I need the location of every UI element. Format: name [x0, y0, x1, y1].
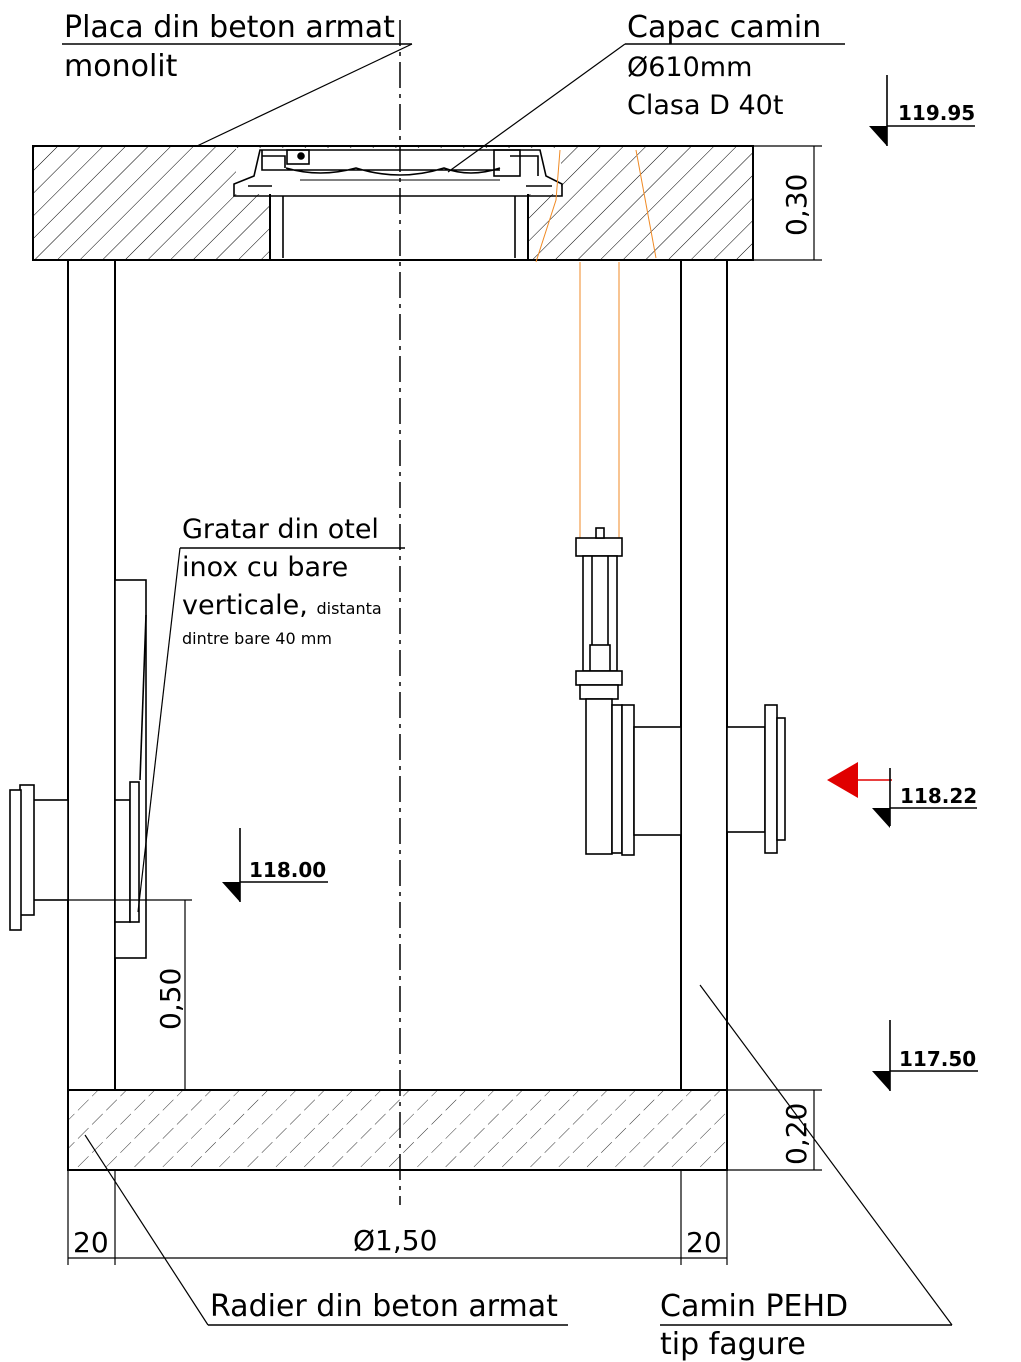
- svg-text:Radier din beton armat: Radier din beton armat: [210, 1289, 558, 1324]
- dim-raft-thickness-label: 0,20: [780, 1103, 813, 1165]
- outlet-pipe: [9, 784, 69, 931]
- callout-chamber: Camin PEHD tip fagure: [660, 984, 953, 1362]
- svg-text:117.50: 117.50: [899, 1047, 976, 1071]
- level-marker-outlet: 118.00: [222, 828, 328, 902]
- dim-wall-left-label: 20: [73, 1226, 109, 1259]
- orange-rods: [535, 149, 657, 540]
- level-marker-top: 119.95: [869, 75, 975, 146]
- svg-text:dintre bare 40 mm: dintre bare 40 mm: [182, 629, 332, 648]
- callout-slab: Placa din beton armat monolit: [62, 10, 413, 147]
- svg-text:tip fagure: tip fagure: [660, 1327, 806, 1362]
- svg-text:Ø610mm: Ø610mm: [627, 52, 752, 83]
- chamber-walls: [67, 259, 728, 1091]
- svg-text:verticale, distanta: verticale, distanta: [182, 590, 382, 621]
- grate: [114, 579, 147, 959]
- svg-text:119.95: 119.95: [898, 101, 975, 125]
- top-slab: [32, 145, 754, 261]
- dim-slab-thickness: [753, 145, 822, 261]
- flow-arrow: [827, 762, 892, 798]
- valve-assembly: [575, 527, 786, 856]
- bottom-raft: [67, 1089, 728, 1171]
- svg-text:Capac camin: Capac camin: [627, 10, 821, 45]
- level-marker-inlet: 118.22: [872, 768, 977, 828]
- dim-slab-thickness-label: 0,30: [780, 174, 813, 236]
- dim-bottom: [67, 1170, 728, 1265]
- level-marker-bottom: 117.50: [872, 1020, 978, 1091]
- callout-grate: Gratar din otel inox cu bare verticale, …: [137, 514, 405, 913]
- callout-raft: Radier din beton armat: [84, 1134, 568, 1326]
- svg-text:118.00: 118.00: [249, 858, 326, 882]
- manhole-cover: [233, 149, 563, 258]
- svg-text:monolit: monolit: [64, 49, 178, 84]
- dim-outlet-height: [68, 899, 192, 1090]
- dim-raft-thickness: [727, 1089, 822, 1171]
- svg-text:Placa din beton armat: Placa din beton armat: [64, 10, 395, 45]
- svg-text:Gratar din otel: Gratar din otel: [182, 514, 379, 545]
- dim-diameter-label: Ø1,50: [353, 1224, 437, 1257]
- svg-text:Camin PEHD: Camin PEHD: [660, 1289, 848, 1324]
- dim-outlet-height-label: 0,50: [154, 968, 187, 1030]
- svg-text:118.22: 118.22: [900, 784, 977, 808]
- callout-cover: Capac camin Ø610mm Clasa D 40t: [447, 10, 845, 173]
- dim-wall-right-label: 20: [686, 1226, 722, 1259]
- svg-text:Clasa D 40t: Clasa D 40t: [627, 90, 783, 121]
- svg-text:inox cu bare: inox cu bare: [182, 552, 348, 583]
